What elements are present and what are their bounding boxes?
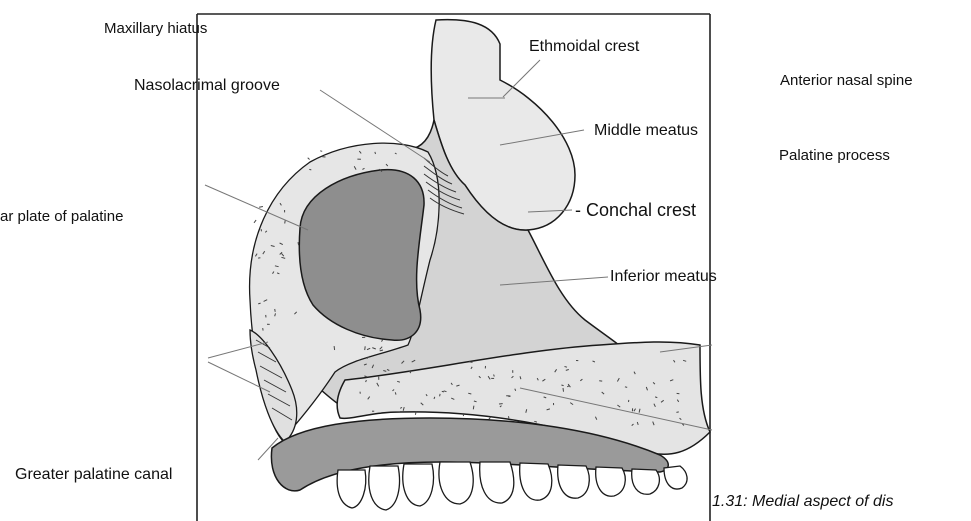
stipple-mark <box>259 207 263 208</box>
stipple-mark <box>365 346 366 350</box>
label-anterior-nasal-spine: Anterior nasal spine <box>780 72 913 90</box>
stipple-mark <box>285 221 286 224</box>
stipple-mark <box>676 412 678 413</box>
label-nasolacrimal-groove: Nasolacrimal groove <box>134 77 280 95</box>
label-greater-palatine-canal: Greater palatine canal <box>15 466 172 484</box>
teeth-row <box>337 462 687 510</box>
stipple-mark <box>308 158 310 160</box>
stipple-mark <box>395 392 396 394</box>
stipple-mark <box>275 309 276 312</box>
stipple-mark <box>309 169 311 170</box>
stipple-mark <box>473 406 474 410</box>
stipple-mark <box>334 346 335 350</box>
stipple-mark <box>469 362 472 363</box>
stipple-mark <box>565 367 568 368</box>
stipple-mark <box>440 394 441 396</box>
stipple-mark <box>375 152 376 154</box>
label-palatine-process: Palatine process <box>779 147 890 165</box>
stipple-mark <box>655 397 657 398</box>
label-inferior-meatus: Inferior meatus <box>610 268 717 286</box>
label-conchal-crest: - Conchal crest <box>575 201 696 219</box>
figure-caption: 1.31: Medial aspect of dis <box>712 493 893 511</box>
stipple-mark <box>563 388 564 392</box>
label-middle-meatus: Middle meatus <box>594 122 698 140</box>
label-perpendicular-plate: ar plate of palatine <box>0 208 123 226</box>
stipple-mark <box>561 385 563 386</box>
stipple-mark <box>494 375 495 377</box>
stipple-mark <box>415 412 416 415</box>
stipple-mark <box>298 242 299 245</box>
stipple-mark <box>254 220 256 223</box>
stipple-mark <box>625 387 627 388</box>
label-ethmoidal-crest: Ethmoidal crest <box>529 38 639 56</box>
stipple-mark <box>442 391 444 392</box>
stipple-mark <box>320 151 322 152</box>
label-maxillary-hiatus: Maxillary hiatus <box>104 20 207 38</box>
